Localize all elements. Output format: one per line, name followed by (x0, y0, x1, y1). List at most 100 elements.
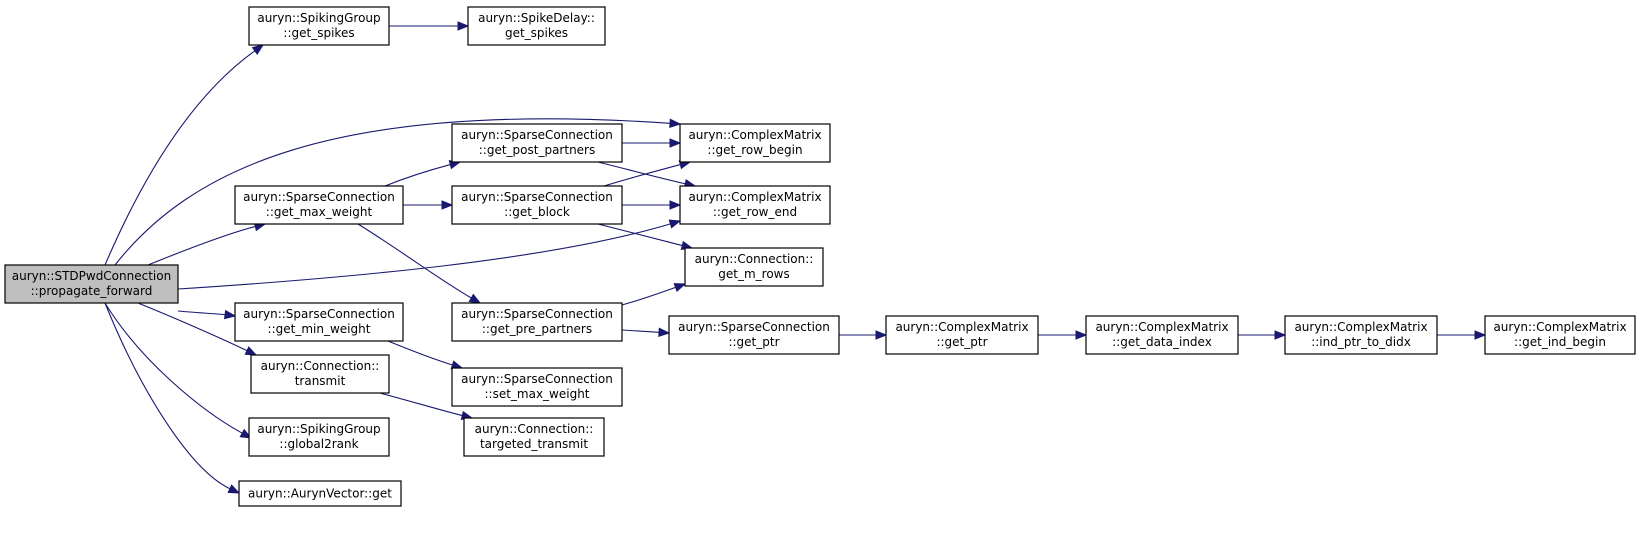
edge-line (357, 223, 472, 299)
edge-cm_ind_ptr_to_didx-to-cm_get_ind_begin (1437, 330, 1487, 340)
arrowhead (223, 309, 237, 320)
node-label-line1: auryn::ComplexMatrix (1493, 320, 1626, 334)
edge-line (379, 392, 463, 417)
edge-sc_get_max_weight-to-sc_get_post_partners (384, 160, 462, 187)
node-label-line1: auryn::AurynVector::get (248, 487, 392, 501)
node-label-line1: auryn::STDPwdConnection (12, 269, 171, 283)
node-label-line2: ::get_ptr (936, 335, 987, 349)
node-box (1085, 315, 1239, 355)
arrowhead (244, 346, 258, 356)
node-box (248, 6, 390, 46)
edge-sc_get_pre_partners-to-sc_get_ptr (621, 327, 671, 337)
node-box (4, 264, 179, 304)
edge-line (384, 164, 451, 187)
node-box (684, 247, 824, 287)
edge-root-to-cm_get_row_begin (114, 118, 682, 266)
edge-line (603, 164, 681, 187)
node-label-line2: ::set_max_weight (484, 387, 589, 401)
node-box (679, 123, 831, 163)
node-sg_get_spikes[interactable]: auryn::SpikingGroup::get_spikes (248, 6, 390, 46)
node-label-line1: auryn::ComplexMatrix (1095, 320, 1228, 334)
node-label-line2: ::ind_ptr_to_didx (1311, 335, 1411, 349)
node-box (250, 354, 390, 394)
node-label-line2: ::get_row_end (713, 205, 797, 219)
node-label-line1: auryn::SparseConnection (243, 307, 395, 321)
edge-root-to-sc_get_max_weight (147, 222, 267, 266)
arrowhead (468, 293, 482, 304)
node-label-line1: auryn::ComplexMatrix (688, 190, 821, 204)
arrowhead (1474, 330, 1487, 340)
node-sc_get_post_partners[interactable]: auryn::SparseConnection::get_post_partne… (451, 123, 623, 163)
node-conn_get_m_rows[interactable]: auryn::Connection::get_m_rows (684, 247, 824, 287)
node-label-line2: ::get_ptr (728, 335, 779, 349)
node-cm_ind_ptr_to_didx[interactable]: auryn::ComplexMatrix::ind_ptr_to_didx (1284, 315, 1438, 355)
edge-root-to-sc_get_min_weight (177, 309, 237, 320)
arrowhead (875, 330, 888, 340)
node-box (451, 185, 623, 225)
node-sg_global2rank[interactable]: auryn::SpikingGroup::global2rank (248, 417, 390, 457)
arrowhead (1075, 330, 1088, 340)
node-label-line1: auryn::ComplexMatrix (1294, 320, 1427, 334)
node-label-line2: ::get_post_partners (479, 143, 596, 157)
arrowhead (239, 428, 253, 439)
node-label-line1: auryn::SparseConnection (461, 128, 613, 142)
arrowhead (457, 21, 470, 31)
node-sc_get_ptr[interactable]: auryn::SparseConnection::get_ptr (668, 315, 840, 355)
node-label-line2: get_spikes (505, 26, 568, 40)
node-cm_get_row_end[interactable]: auryn::ComplexMatrix::get_row_end (679, 185, 831, 225)
edge-line (177, 223, 671, 290)
node-sc_get_min_weight[interactable]: auryn::SparseConnection::get_min_weight (234, 302, 404, 342)
node-label-line1: auryn::SparseConnection (678, 320, 830, 334)
edge-line (597, 161, 686, 185)
node-label-line2: ::get_min_weight (268, 322, 371, 336)
node-label-line2: ::get_data_index (1112, 335, 1212, 349)
node-root[interactable]: auryn::STDPwdConnection::propagate_forwa… (4, 264, 179, 304)
node-conn_targeted_transmit[interactable]: auryn::Connection::targeted_transmit (463, 417, 605, 457)
node-label-line1: auryn::SparseConnection (461, 190, 613, 204)
edge-line (114, 118, 671, 266)
edge-sc_get_block-to-cm_get_row_end (622, 200, 682, 210)
node-cm_get_ind_begin[interactable]: auryn::ComplexMatrix::get_ind_begin (1484, 315, 1636, 355)
node-label-line2: ::get_block (504, 205, 570, 219)
node-label-line2: ::propagate_forward (31, 284, 153, 298)
node-label-line1: auryn::SparseConnection (243, 190, 395, 204)
node-box (668, 315, 840, 355)
edge-line (387, 340, 453, 366)
edge-line (597, 223, 683, 247)
node-cm_get_data_index[interactable]: auryn::ComplexMatrix::get_data_index (1085, 315, 1239, 355)
edge-root-to-av_get (104, 302, 241, 494)
node-label-line1: auryn::Connection:: (475, 422, 594, 436)
node-label-line1: auryn::SpikingGroup (257, 11, 380, 25)
edge-sc_get_post_partners-to-cm_get_row_begin (621, 138, 682, 148)
node-label-line1: auryn::SpikeDelay:: (478, 11, 595, 25)
node-cm_get_ptr[interactable]: auryn::ComplexMatrix::get_ptr (885, 315, 1039, 355)
node-sc_get_max_weight[interactable]: auryn::SparseConnection::get_max_weight (234, 185, 404, 225)
arrowhead (668, 219, 682, 229)
arrowhead (669, 138, 682, 148)
node-box (234, 302, 404, 342)
arrowhead (227, 484, 241, 494)
node-label-line2: get_m_rows (718, 267, 789, 281)
edge-sg_get_spikes-to-sd_get_spikes (389, 21, 470, 31)
edge-line (104, 50, 256, 266)
edge-line (137, 302, 248, 352)
node-box (463, 417, 605, 457)
arrowhead (669, 200, 682, 210)
node-sc_set_max_weight[interactable]: auryn::SparseConnection::set_max_weight (451, 367, 623, 407)
node-box (234, 185, 404, 225)
node-conn_transmit[interactable]: auryn::Connection::transmit (250, 354, 390, 394)
node-label-line1: auryn::Connection:: (695, 252, 814, 266)
node-label-line1: auryn::ComplexMatrix (688, 128, 821, 142)
node-label-line2: ::get_pre_partners (482, 322, 592, 336)
edge-root-to-sg_global2rank (104, 302, 253, 439)
node-label-line2: ::global2rank (279, 437, 358, 451)
node-av_get[interactable]: auryn::AurynVector::get (238, 480, 402, 507)
node-cm_get_row_begin[interactable]: auryn::ComplexMatrix::get_row_begin (679, 123, 831, 163)
node-sc_get_pre_partners[interactable]: auryn::SparseConnection::get_pre_partner… (451, 302, 623, 342)
node-label-line2: targeted_transmit (480, 437, 588, 451)
node-box (451, 302, 623, 342)
arrowhead (669, 118, 682, 129)
arrowhead (251, 44, 265, 55)
node-sd_get_spikes[interactable]: auryn::SpikeDelay::get_spikes (467, 6, 606, 46)
node-sc_get_block[interactable]: auryn::SparseConnection::get_block (451, 185, 623, 225)
